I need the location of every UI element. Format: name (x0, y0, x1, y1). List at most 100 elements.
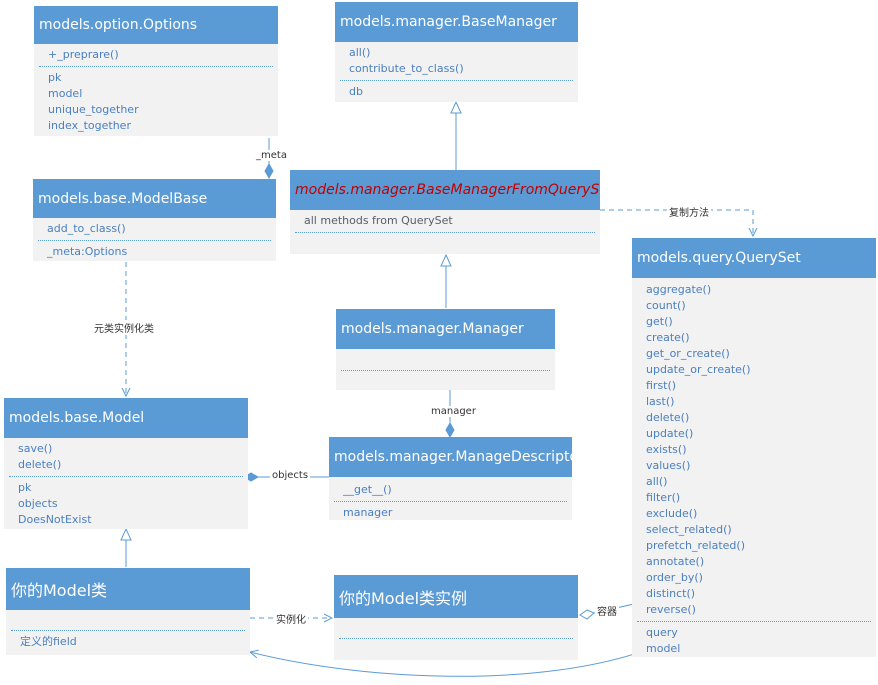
class-base-manager[interactable]: models.manager.BaseManager all() contrib… (335, 2, 578, 102)
class-title: models.base.ModelBase (33, 179, 276, 218)
methods-section: aggregate() count() get() create() get_o… (632, 278, 876, 621)
field-item: DoesNotExist (18, 513, 92, 526)
method-item: add_to_class() (47, 222, 126, 235)
fields-section: db (335, 81, 578, 103)
methods-section: all() contribute_to_class() (335, 42, 578, 80)
class-title: models.manager.BaseManager (335, 2, 578, 42)
section-divider (334, 501, 567, 502)
class-model[interactable]: models.base.Model save() delete() pk obj… (4, 398, 248, 529)
class-queryset[interactable]: models.query.QuerySet aggregate() count(… (632, 238, 876, 657)
fields-section: 定义的field (6, 631, 250, 653)
class-your-model[interactable]: 你的Model类 定义的field (6, 568, 250, 655)
section-divider (295, 232, 595, 233)
methods-section (336, 349, 555, 370)
section-divider (637, 621, 871, 622)
class-your-model-instance[interactable]: 你的Model类实例 (334, 575, 578, 660)
class-title: models.query.QuerySet (632, 238, 876, 278)
class-title: models.manager.ManageDescriptor (329, 437, 572, 477)
method-item: save() (18, 442, 53, 455)
field-item: _meta:Options (47, 245, 128, 258)
method-item: all() (349, 46, 371, 59)
method-item: count() (646, 299, 686, 312)
method-item: values() (646, 459, 691, 472)
methods-section: save() delete() (4, 438, 248, 476)
field-item: query (646, 626, 678, 639)
method-item: prefetch_related() (646, 539, 745, 552)
connector-copy-methods (600, 209, 753, 236)
section-divider (11, 630, 245, 631)
diamond-container (579, 609, 595, 620)
method-item: select_related() (646, 523, 732, 536)
method-item: get_or_create() (646, 347, 730, 360)
class-title: models.option.Options (34, 6, 278, 44)
triangle-model (120, 527, 132, 541)
method-item: __get__() (343, 483, 392, 496)
label-copy-methods: 复制方法 (667, 204, 711, 219)
fields-section (336, 371, 555, 381)
section-divider (39, 66, 273, 67)
field-item: 定义的field (20, 635, 77, 648)
method-item: reverse() (646, 603, 696, 616)
method-item: delete() (646, 411, 690, 424)
triangle-fromqueryset (440, 253, 452, 267)
method-item: create() (646, 331, 690, 344)
method-item: last() (646, 395, 675, 408)
triangle-basemanager (450, 100, 462, 114)
label-metaclass: 元类实例化类 (92, 320, 156, 335)
section-divider (339, 638, 573, 639)
class-manager[interactable]: models.manager.Manager (336, 309, 555, 390)
methods-section (334, 618, 578, 638)
field-item: pk (48, 71, 62, 84)
section-divider (340, 80, 573, 81)
fields-section: manager (329, 502, 572, 524)
field-item: manager (343, 506, 393, 519)
class-manage-descriptor[interactable]: models.manager.ManageDescriptor __get__(… (329, 437, 572, 520)
methods-section (6, 610, 250, 630)
method-item: exclude() (646, 507, 698, 520)
method-item: annotate() (646, 555, 705, 568)
diamond-meta (264, 162, 274, 180)
field-item: pk (18, 481, 32, 494)
method-item: delete() (18, 458, 62, 471)
label-container: 容器 (595, 603, 619, 618)
class-model-base[interactable]: models.base.ModelBase add_to_class() _me… (33, 179, 276, 261)
field-item: unique_together (48, 103, 139, 116)
field-item: index_together (48, 119, 131, 132)
fields-section: query model (632, 622, 876, 660)
method-item: distinct() (646, 587, 696, 600)
method-item: all methods from QuerySet (304, 214, 453, 227)
field-item: model (48, 87, 83, 100)
class-base-manager-from-queryset[interactable]: models.manager.BaseManagerFromQuerySet a… (290, 170, 600, 254)
diamond-manager (445, 421, 455, 439)
section-divider (341, 370, 550, 371)
fields-section: _meta:Options (33, 241, 276, 263)
label-manager: manager (429, 406, 478, 417)
fields-section: pk objects DoesNotExist (4, 477, 248, 531)
class-options[interactable]: models.option.Options +_preprare() pk mo… (34, 6, 278, 136)
class-title: 你的Model类实例 (334, 575, 578, 618)
fields-section (290, 233, 600, 243)
method-item: exists() (646, 443, 687, 456)
field-item: model (646, 642, 681, 655)
class-title: 你的Model类 (6, 568, 250, 610)
method-item: update_or_create() (646, 363, 751, 376)
class-title: models.manager.BaseManagerFromQuerySet (290, 170, 600, 210)
section-divider (9, 476, 243, 477)
label-instantiate: 实例化 (274, 611, 308, 626)
methods-section: all methods from QuerySet (290, 210, 600, 232)
method-item: update() (646, 427, 694, 440)
label-objects: objects (270, 470, 311, 481)
method-item: get() (646, 315, 673, 328)
methods-section: __get__() (329, 477, 572, 501)
section-divider (38, 240, 271, 241)
connector-queryset-model (250, 647, 653, 677)
field-item: db (349, 85, 363, 98)
fields-section: pk model unique_together index_together (34, 67, 278, 137)
method-item: all() (646, 475, 668, 488)
method-item: contribute_to_class() (349, 62, 464, 75)
class-title: models.base.Model (4, 398, 248, 438)
methods-section: add_to_class() (33, 218, 276, 240)
field-item: objects (18, 497, 58, 510)
method-item: order_by() (646, 571, 703, 584)
method-item: filter() (646, 491, 681, 504)
